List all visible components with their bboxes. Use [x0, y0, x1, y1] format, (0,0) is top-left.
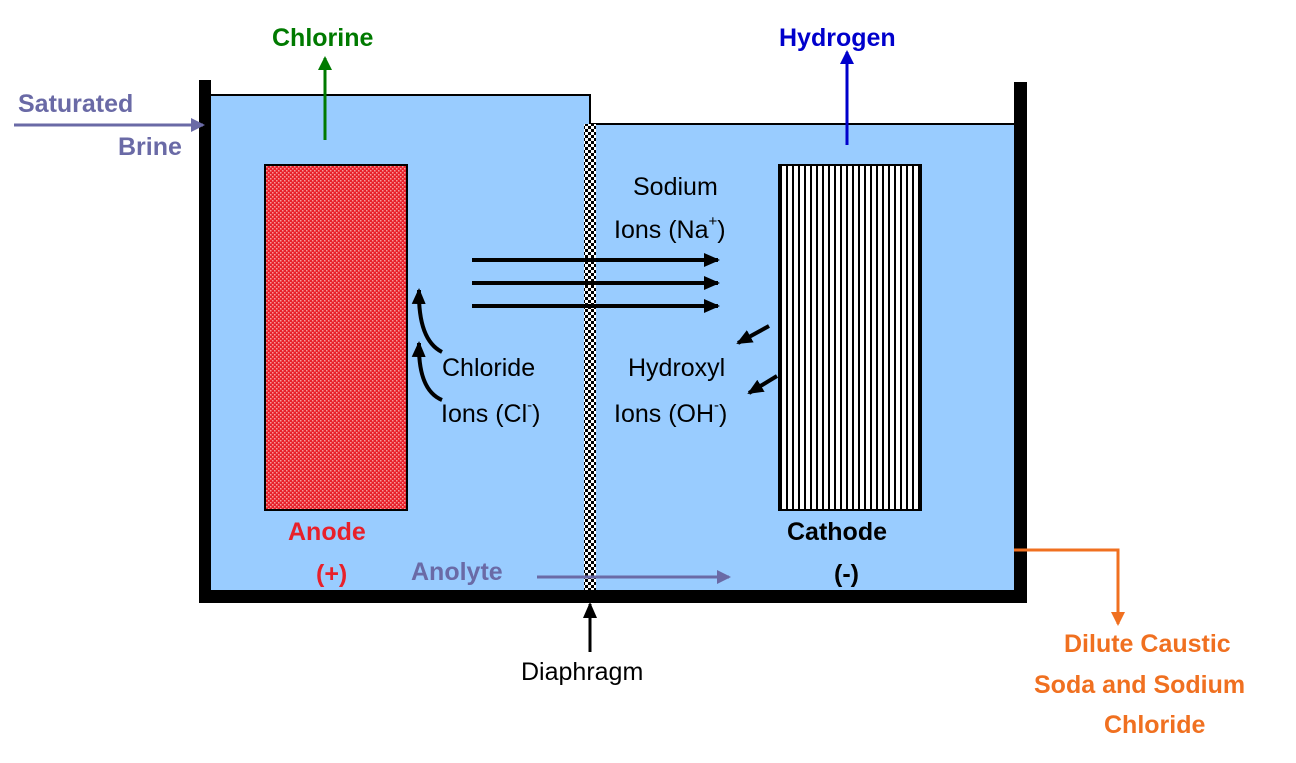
chloride-label: Chloride — [442, 354, 536, 382]
sodium-ions-label: Ions (Na+) — [614, 213, 726, 244]
hydroxyl-ions-label: Ions (OH-) — [614, 397, 728, 428]
chlorine-label: Chlorine — [272, 24, 374, 52]
cathode-sign-label: (-) — [834, 560, 859, 588]
hydrogen-label: Hydrogen — [779, 24, 896, 52]
diaphragm-label: Diaphragm — [521, 658, 644, 686]
anolyte-label: Anolyte — [411, 558, 503, 586]
saturated-label: Saturated — [18, 90, 134, 118]
product-label-line2: Soda and Sodium — [1034, 671, 1246, 699]
anode-label: Anode — [288, 518, 366, 546]
chloride-ion-arrow — [411, 288, 444, 354]
chloride-ions-label: Ions (Cl-) — [441, 397, 541, 428]
chloride-ion-arrow — [411, 341, 443, 402]
hydroxyl-label: Hydroxyl — [628, 354, 726, 382]
tank-right-wall — [1014, 82, 1027, 603]
product-label-line3: Chloride — [1104, 711, 1206, 739]
brine-label: Brine — [118, 133, 182, 161]
diaphragm — [584, 124, 596, 590]
cathode-label: Cathode — [787, 518, 887, 546]
product-outlet-arrow — [1014, 548, 1125, 626]
anode-sign-label: (+) — [316, 560, 348, 588]
cathode-electrode — [778, 164, 922, 511]
product-label-line1: Dilute Caustic — [1064, 630, 1231, 658]
anode-electrode — [264, 164, 408, 511]
hydroxyl-ion-arrow — [736, 324, 770, 345]
sodium-label: Sodium — [633, 173, 718, 201]
liquid-surface-line — [208, 94, 1014, 125]
hydroxyl-ion-arrow — [747, 374, 779, 395]
tank-left-wall — [199, 80, 211, 603]
tank-bottom — [199, 590, 1027, 603]
